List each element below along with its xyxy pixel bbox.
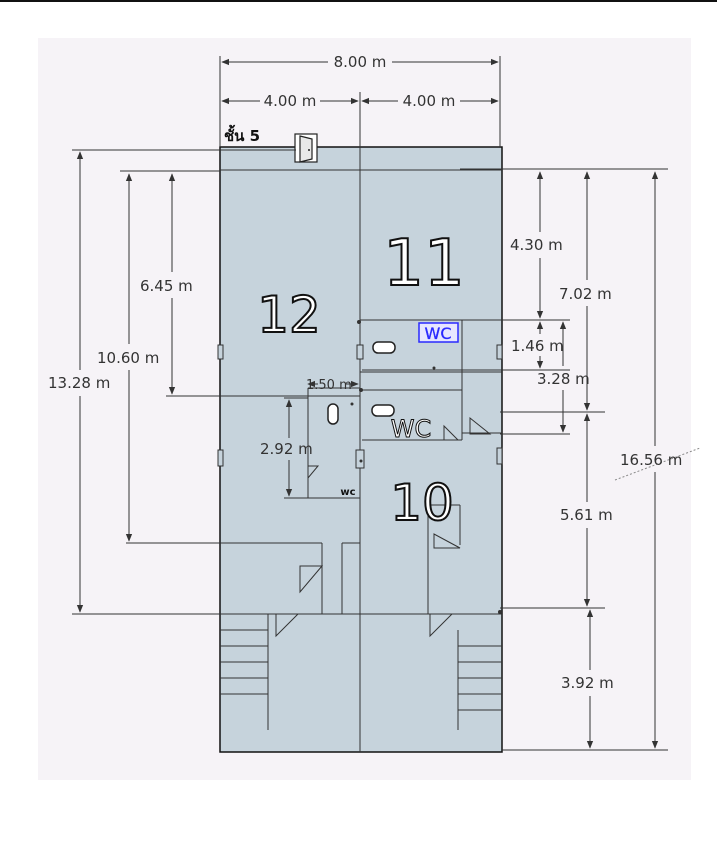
- drain-dot: [350, 402, 354, 406]
- dim-right-width: 4.00 m: [403, 92, 456, 110]
- room-number-11: 11: [383, 227, 464, 301]
- corner-dot: [498, 610, 502, 614]
- door-swings: [275, 416, 492, 638]
- dim-1-46: 1.46 m: [511, 337, 564, 355]
- entrance-door-icon: [294, 133, 318, 163]
- corner-dot: [359, 388, 363, 392]
- wall-openings: [217, 344, 503, 469]
- dim-10-60: 10.60 m: [97, 349, 159, 367]
- dim-7-02: 7.02 m: [559, 285, 612, 303]
- wc-label-small: wc: [340, 487, 355, 498]
- dim-1-50: 1.50 m: [306, 378, 352, 393]
- dim-left-width: 4.00 m: [264, 92, 317, 110]
- toilet-fixtures: [327, 341, 396, 425]
- floor-label: ชั้น 5: [224, 124, 260, 145]
- stairs-right: [457, 630, 502, 730]
- wc-label-middle: WC: [391, 415, 432, 443]
- dim-total-width: 8.00 m: [334, 53, 387, 71]
- dim-13-28: 13.28 m: [48, 374, 110, 392]
- dim-3-92: 3.92 m: [561, 674, 614, 692]
- room-number-12: 12: [257, 286, 321, 344]
- stairs-left: [220, 614, 269, 730]
- dim-5-61: 5.61 m: [560, 506, 613, 524]
- drain-dot: [359, 459, 363, 463]
- dim-2-92: 2.92 m: [260, 440, 313, 458]
- room-number-10: 10: [390, 474, 454, 532]
- wc-label-upper: WC: [425, 324, 452, 343]
- dim-3-28: 3.28 m: [537, 370, 590, 388]
- corner-dot: [357, 320, 361, 324]
- dimension-lines: [72, 56, 701, 751]
- dim-6-45: 6.45 m: [140, 277, 193, 295]
- dim-16-56: 16.56 m: [620, 451, 682, 469]
- drain-dot: [432, 366, 436, 370]
- wc-highlight-box: [418, 322, 459, 343]
- window-top-border: [0, 0, 717, 2]
- dim-4-30: 4.30 m: [510, 236, 563, 254]
